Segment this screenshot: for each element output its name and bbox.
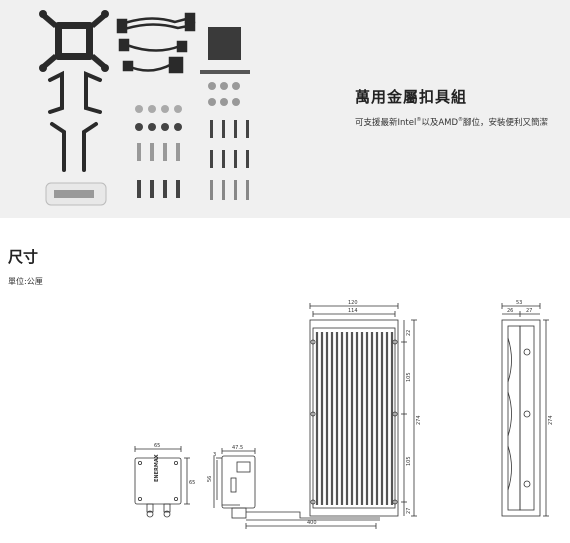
pump-side-view bbox=[213, 448, 256, 519]
mounting-kit-section: 萬用金屬扣具組 可支援最新Intel®以及AMD®腳位，安裝便利又簡潔 bbox=[0, 0, 570, 218]
tubing bbox=[245, 511, 380, 529]
radiator-inner-width-label: 114 bbox=[348, 308, 358, 314]
radiator-bottom-offset-label: 27 bbox=[406, 508, 412, 514]
radiator-height-label: 274 bbox=[416, 415, 422, 425]
fan-cables bbox=[116, 12, 196, 74]
tube-length-label: 400 bbox=[307, 520, 317, 526]
radiator-side-view bbox=[501, 303, 549, 517]
pump-depth-label: 47.5 bbox=[232, 445, 243, 451]
unit-label: 單位:公厘 bbox=[8, 277, 43, 286]
amd-brackets bbox=[48, 70, 102, 172]
side-left-depth-label: 26 bbox=[507, 308, 513, 314]
backplate-bracket bbox=[39, 10, 109, 72]
pump-brand-label: ENERMAX bbox=[154, 454, 160, 482]
mounting-kit-illustration bbox=[39, 10, 250, 206]
pump-offset-label: 3 bbox=[213, 452, 216, 458]
kit-title: 萬用金屬扣具組 bbox=[355, 88, 468, 106]
thermal-pad bbox=[208, 27, 241, 60]
side-right-depth-label: 27 bbox=[526, 308, 532, 314]
kit-description: 可支援最新Intel®以及AMD®腳位，安裝便利又簡潔 bbox=[355, 117, 549, 128]
radiator-front-view bbox=[309, 303, 417, 517]
pump-height-label: 65 bbox=[189, 480, 195, 486]
thermal-paste bbox=[45, 182, 107, 206]
dimensions-title: 尺寸 bbox=[8, 248, 39, 266]
radiator-upper-section-label: 105 bbox=[406, 372, 412, 382]
pump-width-label: 65 bbox=[154, 443, 160, 449]
side-depth-label: 53 bbox=[516, 300, 522, 306]
screw-set bbox=[135, 70, 250, 200]
pump-side-height-label: 56 bbox=[207, 476, 213, 482]
side-height-label: 274 bbox=[548, 415, 554, 425]
pump-front-view bbox=[134, 446, 190, 518]
radiator-top-offset-label: 22 bbox=[406, 330, 412, 336]
radiator-lower-section-label: 105 bbox=[406, 456, 412, 466]
radiator-width-label: 120 bbox=[348, 300, 358, 306]
